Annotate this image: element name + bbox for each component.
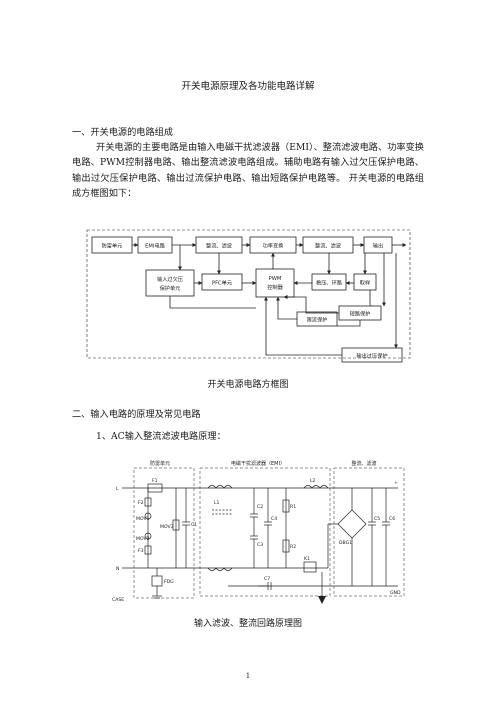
block-emi: EMI电路 bbox=[145, 242, 165, 250]
label-R1: R1 bbox=[290, 504, 296, 510]
label-C6: C6 bbox=[389, 516, 395, 522]
label-N: N bbox=[116, 566, 119, 572]
block-power: 功率变换 bbox=[263, 242, 285, 250]
section2-heading: 二、输入电路的原理及常见电路 bbox=[72, 409, 201, 420]
power-supply-block-diagram: 防雷单元 EMI电路 整流、滤波 功率变换 整流、滤波 输出 输入过欠压 保护单… bbox=[86, 229, 411, 363]
block-short-protect: 短路保护 bbox=[350, 310, 371, 318]
label-MOV1: MOV1 bbox=[136, 516, 150, 522]
label-L: L bbox=[116, 486, 119, 492]
label-L2: L2 bbox=[310, 478, 316, 484]
input-filter-schematic: 防雷单元 电磁干扰滤波器（EMI） 整流、滤波 L N CASE GND + F… bbox=[112, 460, 405, 604]
label-MOV3: MOV3 bbox=[160, 524, 174, 530]
section2-subheading: 1、AC输入整流滤波电路原理： bbox=[96, 431, 226, 442]
block-pwm-line2: 控制器 bbox=[267, 283, 283, 291]
block-out-protect: 输出过压保护 bbox=[356, 352, 387, 360]
group-rect-label: 整流、滤波 bbox=[351, 460, 376, 467]
group-surge-label: 防雷单元 bbox=[150, 460, 170, 467]
label-C2: C2 bbox=[257, 504, 263, 510]
label-C3: C3 bbox=[257, 542, 263, 548]
block-sampling: 取样 bbox=[360, 279, 370, 287]
section1-heading: 一、开关电源的电路组成 bbox=[72, 127, 174, 138]
label-C4: C4 bbox=[271, 516, 277, 522]
block-pfc: PFC单元 bbox=[212, 279, 232, 287]
block-output: 输出 bbox=[373, 242, 383, 250]
label-R2: R2 bbox=[290, 544, 296, 550]
label-plus: + bbox=[394, 480, 398, 486]
label-CASE: CASE bbox=[112, 597, 124, 603]
figure1-caption: 开关电源电路方框图 bbox=[207, 380, 289, 390]
label-K1: K1 bbox=[304, 556, 310, 562]
block-surge: 防雷单元 bbox=[102, 242, 123, 250]
page-number: 1 bbox=[245, 672, 251, 680]
block-in-protect-line1: 输入过欠压 bbox=[157, 275, 183, 283]
label-MOV2: MOV2 bbox=[136, 536, 150, 542]
figure2-caption: 输入滤波、整流回路原理图 bbox=[193, 619, 302, 629]
block-out-rect: 整流、滤波 bbox=[315, 242, 342, 250]
label-C1: C1 bbox=[191, 522, 197, 528]
page-title: 开关电源原理及各功能电路详解 bbox=[181, 81, 315, 92]
label-L1: L1 bbox=[214, 500, 220, 506]
block-in-protect-line2: 保护单元 bbox=[160, 284, 181, 292]
label-FDG: FDG bbox=[164, 579, 174, 585]
label-GND: GND bbox=[390, 590, 401, 596]
block-rect: 整流、滤波 bbox=[206, 242, 233, 250]
label-C7: C7 bbox=[264, 576, 270, 582]
label-F3: F3 bbox=[138, 548, 144, 554]
label-DBG1: DBG1 bbox=[339, 540, 352, 546]
label-F2: F2 bbox=[138, 500, 144, 506]
block-pwm-line1: PWM bbox=[269, 276, 282, 282]
block-regulator: 稳压、环路 bbox=[316, 279, 343, 287]
block-current-protect: 限流保护 bbox=[307, 316, 328, 324]
section1-paragraph: 开关电源的主要电路是由输入电磁干扰滤波器（EMI）、整流滤波电路、功率变换电路、… bbox=[72, 142, 424, 200]
label-F1: F1 bbox=[152, 478, 158, 484]
label-C5: C5 bbox=[374, 516, 380, 522]
group-emi-label: 电磁干扰滤波器（EMI） bbox=[231, 460, 285, 467]
